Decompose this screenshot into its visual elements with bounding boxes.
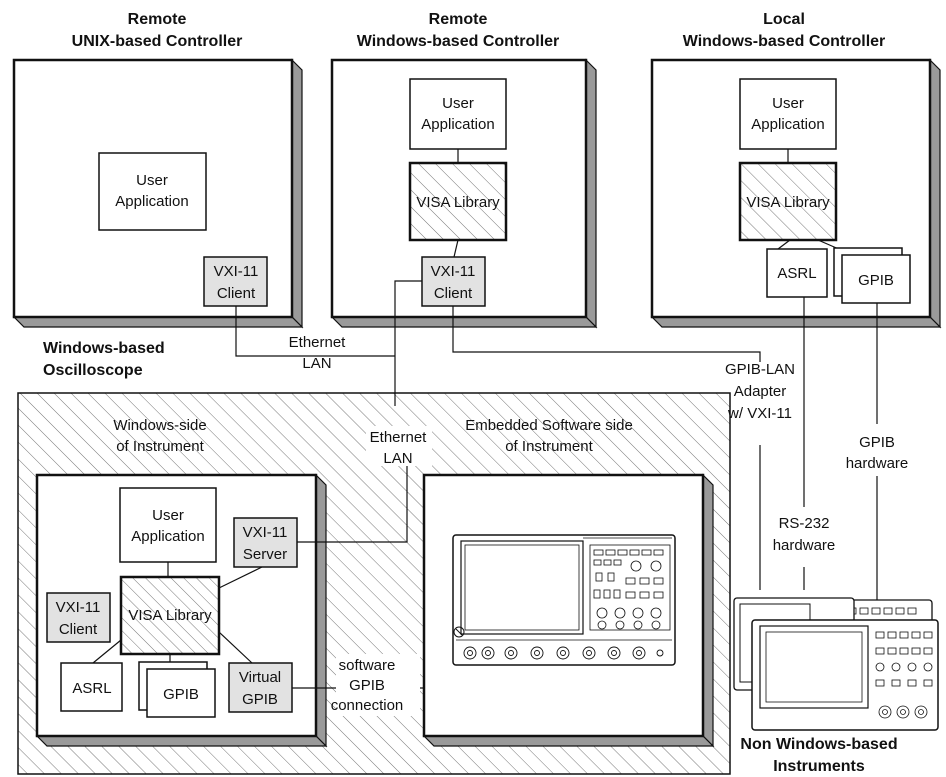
- svg-text:VXI-11: VXI-11: [56, 599, 101, 616]
- remote-win-vxi-client: VXI-11 Client: [421, 256, 486, 307]
- svg-text:User: User: [152, 507, 184, 524]
- heading-remote-windows: Remote Windows-based Controller: [357, 11, 560, 50]
- svg-text:GPIB: GPIB: [349, 677, 385, 694]
- svg-text:VISA Library: VISA Library: [416, 194, 500, 211]
- svg-text:GPIB-LAN: GPIB-LAN: [725, 361, 795, 378]
- remote-win-user-application: User Application: [409, 78, 507, 150]
- instrument-gpib: GPIB: [138, 661, 216, 718]
- instrument-vxi-client: VXI-11 Client: [46, 592, 111, 643]
- svg-text:connection: connection: [331, 697, 404, 714]
- connection-wires: [235, 280, 878, 689]
- svg-text:w/ VXI-11: w/ VXI-11: [727, 405, 792, 422]
- heading-non-windows-line1: Non Windows-based: [740, 736, 897, 753]
- instrument-user-application: User Application: [119, 487, 217, 563]
- unix-user-application: User Application: [98, 152, 207, 231]
- svg-text:GPIB: GPIB: [163, 686, 199, 703]
- label-ethernet-lan-mid: Ethernet LAN: [366, 426, 432, 467]
- non-windows-instruments-illustration: [733, 597, 939, 731]
- instrument-visa-library: VISA Library: [119, 575, 221, 656]
- label-gpib-hardware: GPIB hardware: [845, 430, 911, 472]
- label-software-gpib: software GPIB connection: [331, 654, 420, 716]
- svg-text:hardware: hardware: [846, 455, 909, 472]
- svg-text:ASRL: ASRL: [777, 265, 816, 282]
- svg-text:Application: Application: [421, 116, 494, 133]
- heading-local-windows: Local Windows-based Controller: [683, 11, 886, 50]
- heading-remote-unix: Remote UNIX-based Controller: [72, 11, 243, 50]
- instrument-virtual-gpib: Virtual GPIB: [228, 662, 293, 713]
- label-rs232-hardware: RS-232 hardware: [770, 512, 838, 554]
- local-gpib: GPIB: [833, 247, 911, 304]
- svg-text:of Instrument: of Instrument: [505, 438, 593, 455]
- svg-text:Application: Application: [751, 116, 824, 133]
- oscilloscope-illustration: [452, 534, 676, 666]
- svg-text:User: User: [442, 95, 474, 112]
- local-asrl: ASRL: [766, 248, 828, 298]
- heading-oscilloscope-line1: Windows-based: [43, 340, 165, 357]
- svg-text:LAN: LAN: [383, 450, 412, 467]
- instrument-asrl: ASRL: [60, 662, 123, 712]
- svg-text:Embedded Software side: Embedded Software side: [465, 417, 633, 434]
- svg-text:LAN: LAN: [302, 355, 331, 372]
- unix-vxi-client: VXI-11 Client: [203, 256, 268, 307]
- svg-text:Ethernet: Ethernet: [370, 429, 428, 446]
- svg-text:Virtual: Virtual: [239, 669, 281, 686]
- svg-text:software: software: [339, 657, 396, 674]
- heading-remote-unix-line1: Remote: [128, 11, 187, 28]
- svg-text:hardware: hardware: [773, 537, 836, 554]
- svg-text:Windows-side: Windows-side: [113, 417, 206, 434]
- svg-text:VXI-11: VXI-11: [214, 263, 259, 280]
- heading-oscilloscope-line2: Oscilloscope: [43, 362, 143, 379]
- svg-text:User: User: [136, 172, 168, 189]
- svg-text:Client: Client: [434, 285, 473, 302]
- svg-text:Server: Server: [243, 546, 287, 563]
- heading-remote-windows-line1: Remote: [429, 11, 488, 28]
- embedded-side-label: Embedded Software side of Instrument: [465, 417, 633, 455]
- svg-text:RS-232: RS-232: [779, 515, 830, 532]
- svg-text:Application: Application: [131, 528, 204, 545]
- local-visa-library: VISA Library: [738, 161, 838, 242]
- windows-side-label: Windows-side of Instrument: [113, 417, 206, 455]
- instrument-vxi-server: VXI-11 Server: [233, 517, 298, 568]
- svg-text:GPIB: GPIB: [859, 434, 895, 451]
- svg-text:Application: Application: [115, 193, 188, 210]
- heading-remote-unix-line2: UNIX-based Controller: [72, 33, 243, 50]
- svg-text:Client: Client: [59, 621, 98, 638]
- svg-text:GPIB: GPIB: [242, 691, 278, 708]
- heading-non-windows: Non Windows-based Instruments: [740, 736, 897, 775]
- svg-text:VISA Library: VISA Library: [128, 607, 212, 624]
- heading-local-windows-line1: Local: [763, 11, 805, 28]
- svg-text:GPIB: GPIB: [858, 272, 894, 289]
- svg-text:User: User: [772, 95, 804, 112]
- svg-text:VISA Library: VISA Library: [746, 194, 830, 211]
- heading-oscilloscope: Windows-based Oscilloscope: [43, 340, 165, 379]
- local-user-application: User Application: [739, 78, 837, 150]
- svg-text:Adapter: Adapter: [734, 383, 787, 400]
- label-gpib-lan-adapter: GPIB-LAN Adapter w/ VXI-11: [725, 361, 795, 422]
- label-ethernet-lan-top: Ethernet LAN: [289, 334, 347, 372]
- heading-non-windows-line2: Instruments: [773, 758, 865, 775]
- svg-text:Ethernet: Ethernet: [289, 334, 347, 351]
- svg-text:ASRL: ASRL: [72, 680, 111, 697]
- svg-text:Client: Client: [217, 285, 256, 302]
- heading-local-windows-line2: Windows-based Controller: [683, 33, 886, 50]
- svg-text:VXI-11: VXI-11: [243, 524, 288, 541]
- remote-win-visa-library: VISA Library: [408, 161, 508, 242]
- svg-text:of Instrument: of Instrument: [116, 438, 204, 455]
- svg-text:VXI-11: VXI-11: [431, 263, 476, 280]
- heading-remote-windows-line2: Windows-based Controller: [357, 33, 560, 50]
